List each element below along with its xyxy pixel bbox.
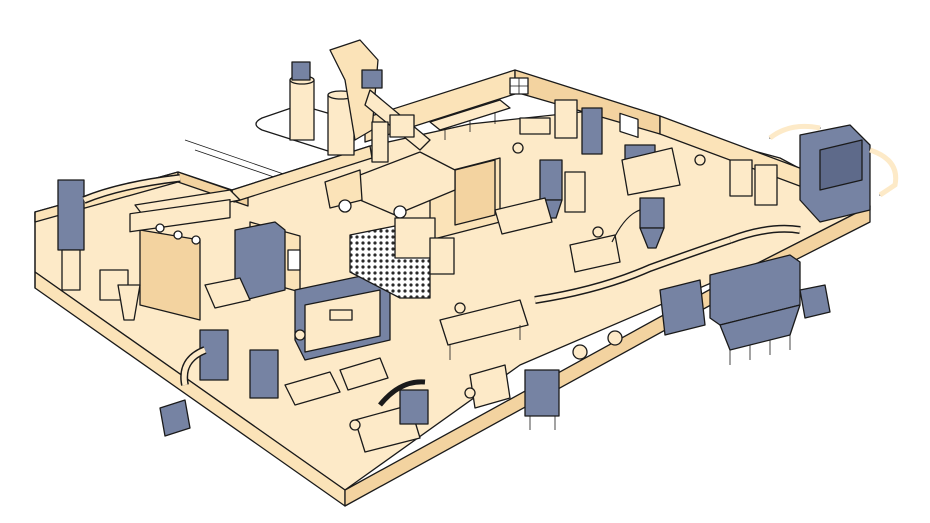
collector-blue	[524, 369, 560, 417]
worker	[694, 154, 706, 166]
baghouse-right	[709, 254, 831, 365]
delivery-truck	[324, 151, 456, 219]
stool	[155, 223, 165, 233]
window	[509, 77, 529, 95]
hopper-blue	[291, 61, 311, 81]
middle-equipment	[494, 159, 665, 273]
worker	[454, 302, 466, 314]
wire-mesh-cage	[349, 217, 455, 299]
worker	[349, 419, 361, 431]
front-machines	[159, 279, 706, 453]
center-workbench	[294, 299, 529, 431]
cyclone-blue	[639, 197, 665, 229]
dust-collector-blue	[581, 107, 603, 155]
window	[619, 112, 639, 138]
main-duct	[534, 224, 801, 304]
stool	[173, 230, 183, 240]
door	[287, 249, 301, 271]
back-room-equipment	[371, 99, 778, 206]
central-collector	[204, 221, 391, 361]
stool	[191, 235, 201, 245]
large-dust-collector-right	[768, 123, 899, 223]
fan-blower	[159, 399, 191, 437]
cyclone-blue	[539, 159, 563, 201]
silos	[289, 39, 431, 156]
hopper-blue	[361, 69, 383, 89]
worker	[464, 387, 476, 399]
worker	[512, 142, 524, 154]
fan-blower	[799, 284, 831, 319]
left-dust-collector	[57, 174, 241, 321]
worker	[592, 226, 604, 238]
worker	[294, 329, 306, 341]
